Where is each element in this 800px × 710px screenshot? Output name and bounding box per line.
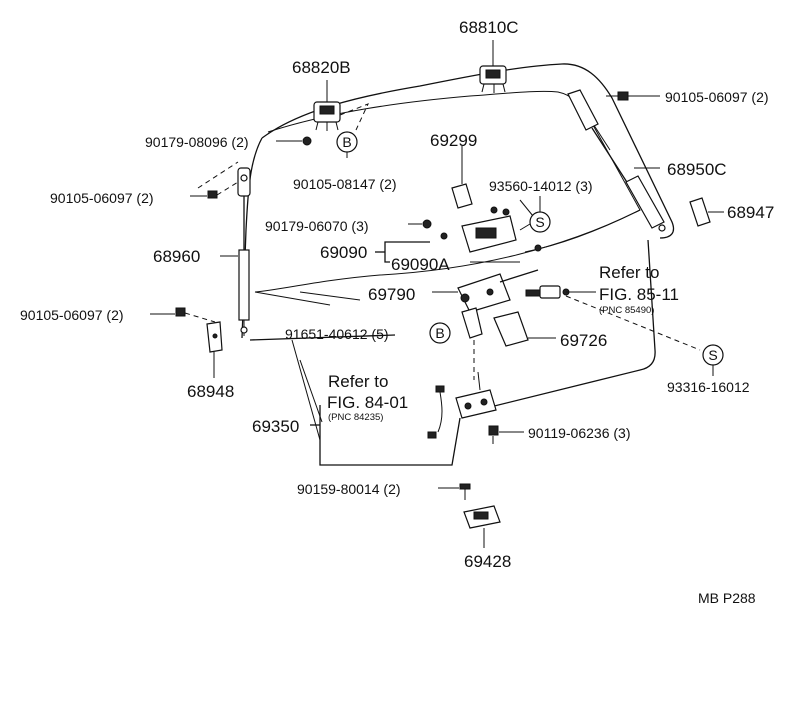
screw-90159-80014[interactable]: [438, 483, 471, 500]
label-90105-06097-l1: 90105-06097 (2): [50, 190, 154, 206]
cylinder-refer-85-11[interactable]: [525, 285, 596, 299]
label-90119-06236: 90119-06236 (3): [528, 425, 630, 441]
bolt-90105-06097-top[interactable]: [606, 91, 660, 101]
callout-b-2: B: [429, 322, 451, 344]
refer2-title: Refer to: [328, 372, 388, 391]
bracket-68947[interactable]: [689, 197, 724, 227]
label-68948: 68948: [187, 382, 234, 401]
label-68947: 68947: [727, 203, 774, 222]
label-68950c: 68950C: [667, 160, 727, 179]
screw-93560-14012[interactable]: [519, 199, 534, 217]
handle-69090[interactable]: [461, 206, 542, 253]
refer1-pnc: (PNC 85490): [599, 305, 654, 316]
hinge-68820b[interactable]: [313, 80, 369, 131]
bolt-90105-06097-left1[interactable]: [190, 161, 239, 199]
bracket-69090-69090a: [375, 241, 520, 263]
svg-text:S: S: [708, 347, 717, 363]
label-69090a: 69090A: [391, 255, 450, 274]
label-90105-06097-l2: 90105-06097 (2): [20, 307, 124, 323]
bolt-90105-06097-left2[interactable]: [150, 307, 216, 323]
nut-90179-08096[interactable]: [276, 136, 312, 146]
lock-69790[interactable]: [432, 269, 539, 339]
label-93316-16012: 93316-16012: [667, 379, 750, 395]
label-91651-40612: 91651-40612 (5): [285, 326, 389, 342]
back-door-outline: [241, 63, 675, 413]
label-90179-06070: 90179-06070 (3): [265, 218, 369, 234]
label-68810c: 68810C: [459, 18, 519, 37]
callout-s-2: S: [702, 344, 724, 376]
label-69090: 69090: [320, 243, 367, 262]
nut-90179-06070[interactable]: [408, 219, 448, 240]
bracket-69350: [291, 339, 461, 466]
refer2-fig[interactable]: FIG. 84-01: [327, 393, 408, 412]
hinge-68810c[interactable]: [479, 40, 507, 93]
callout-s-1: S: [529, 196, 551, 233]
label-69726: 69726: [560, 331, 607, 350]
leader-93316: [565, 295, 701, 351]
label-68820b: 68820B: [292, 58, 351, 77]
label-93560-14012: 93560-14012 (3): [489, 178, 593, 194]
svg-text:S: S: [535, 214, 544, 230]
label-90105-08147: 90105-08147 (2): [293, 176, 397, 192]
label-90159-80014: 90159-80014 (2): [297, 481, 401, 497]
label-68960: 68960: [153, 247, 200, 266]
part-69299[interactable]: [451, 146, 473, 209]
svg-text:B: B: [342, 134, 351, 150]
svg-text:B: B: [435, 325, 444, 341]
refer1-fig[interactable]: FIG. 85-11: [599, 285, 679, 304]
callout-b-1: B: [336, 131, 358, 158]
refer2-pnc: (PNC 84235): [328, 412, 383, 423]
stay-damper-68950c[interactable]: [567, 89, 666, 232]
bolt-90119-06236[interactable]: [488, 425, 524, 444]
refer1-title: Refer to: [599, 263, 659, 282]
stay-damper-68960[interactable]: [220, 167, 251, 336]
cable-refer-84-01[interactable]: [427, 385, 445, 439]
label-90179-08096: 90179-08096 (2): [145, 134, 249, 150]
latch-69350[interactable]: [455, 371, 497, 419]
label-69428: 69428: [464, 552, 511, 571]
label-69790: 69790: [368, 285, 415, 304]
label-69299: 69299: [430, 131, 477, 150]
rod-69726[interactable]: [493, 311, 556, 347]
striker-69428[interactable]: [463, 505, 501, 548]
bracket-68948[interactable]: [206, 321, 223, 378]
footer-code: MB P288: [698, 590, 756, 606]
label-69350: 69350: [252, 417, 299, 436]
label-90105-06097-tr: 90105-06097 (2): [665, 89, 769, 105]
